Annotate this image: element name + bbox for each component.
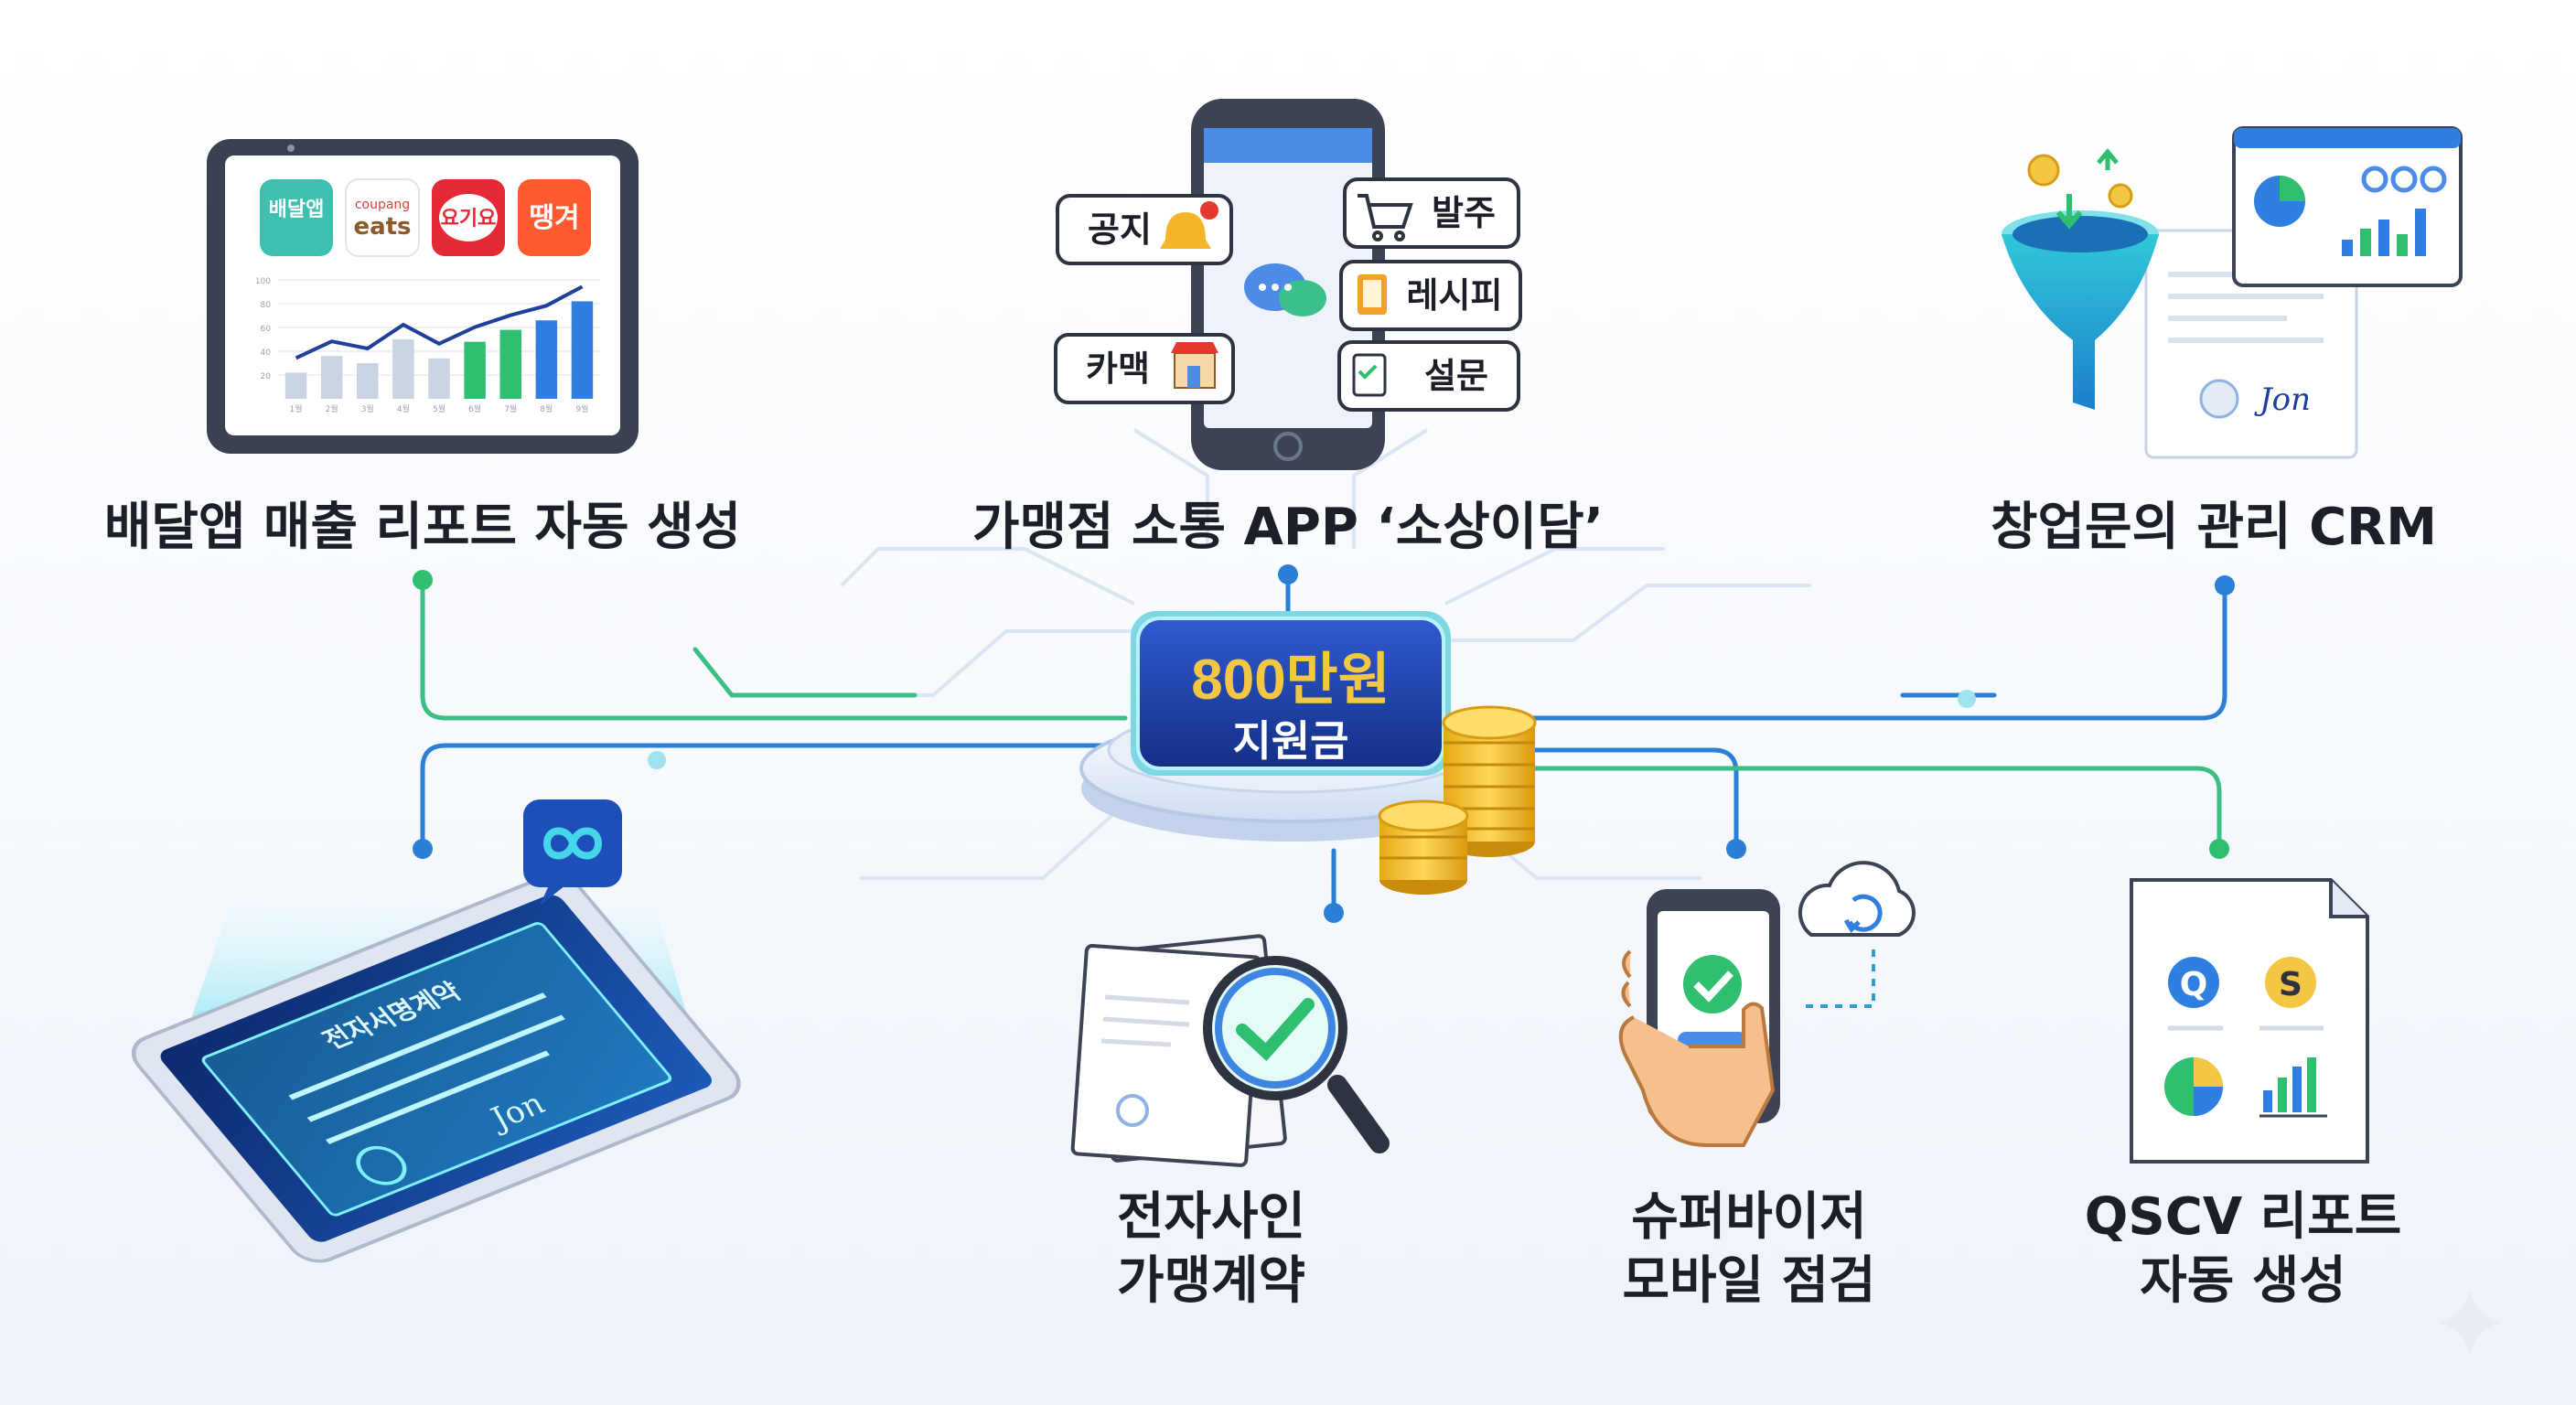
- check-icon: [1683, 955, 1742, 1014]
- chart-x-tick: 6월: [468, 403, 481, 414]
- bar-chart-icon: [2342, 209, 2426, 256]
- connector-dots: [413, 564, 2235, 923]
- chart-bar: [499, 329, 521, 399]
- label-supervisor: 슈퍼바이저 모바일 점검: [1566, 1185, 1932, 1314]
- crm-illustration: Jon: [2002, 126, 2463, 459]
- connector-crm: [1452, 583, 2227, 721]
- bubble-kamaek: 카맥: [1054, 333, 1235, 404]
- contract-document: [1070, 934, 1390, 1167]
- svg-text:레시피: 레시피: [1407, 275, 1503, 316]
- label-e-contract: 전자사인 가맹계약: [1028, 1185, 1394, 1314]
- pie-chart-icon: [2254, 176, 2305, 227]
- seal-icon: [1116, 1094, 1149, 1127]
- svg-text:설문: 설문: [1424, 356, 1488, 396]
- pie-chart-icon: [2164, 1057, 2223, 1116]
- chart-trend-line: [295, 284, 584, 360]
- chart-x-tick: 9월: [575, 403, 588, 414]
- chart-bar: [535, 320, 558, 399]
- label-qscv: QSCV 리포트 자동 생성: [2060, 1185, 2426, 1314]
- coin-icon: [1378, 705, 1537, 895]
- magnifier-icon: [1203, 956, 1390, 1153]
- chart-bar: [464, 341, 486, 399]
- label-delivery-report: 배달앱 매출 리포트 자동 생성: [103, 498, 742, 557]
- hub-caption: 지원금: [1233, 716, 1349, 766]
- delivery-report-tablet: 배달앱 coupang eats 요기요 땡겨 100 80 60 40 20 1월 2월 3…: [207, 139, 639, 454]
- e-contract-tablet: 전자서명계약 Jon: [131, 799, 741, 1263]
- chart-x-tick: 3월: [361, 403, 374, 414]
- chart-x-tick: 4월: [397, 403, 410, 414]
- chart-bar: [320, 356, 343, 399]
- connector-supervisor: [1452, 747, 1739, 852]
- svg-text:coupang: coupang: [355, 198, 410, 212]
- hub: 800만원 지원금: [1079, 611, 1537, 895]
- label-supervisor-line2: 모바일 점검: [1622, 1251, 1876, 1311]
- qscv-report-document: Q S: [2130, 878, 2369, 1164]
- label-qscv-line2: 자동 생성: [2140, 1251, 2346, 1311]
- connector-e-contract: [420, 743, 1128, 852]
- delivery-app-logos: 배달앱 coupang eats 요기요 땡겨: [260, 178, 591, 257]
- check-icon: [1236, 998, 1315, 1061]
- svg-text:S: S: [2279, 966, 2302, 1003]
- chart-bar: [357, 363, 379, 399]
- svg-text:배달앱: 배달앱: [269, 198, 325, 221]
- store-app-phone: 공지 발주 레시피 카맥 설문: [1054, 99, 1522, 470]
- svg-text:카맥: 카맥: [1086, 349, 1150, 389]
- label-supervisor-line1: 슈퍼바이저: [1631, 1187, 1867, 1247]
- chart-y-tick: 20: [261, 372, 272, 381]
- chart-y-tick: 100: [255, 277, 271, 286]
- connector-qscv: [1452, 766, 2222, 852]
- label-qscv-line1: QSCV 리포트: [2084, 1187, 2402, 1247]
- delivery-sales-chart: 100 80 60 40 20 1월 2월 3월 4월 5월 6월 7월 8월 9월: [255, 277, 600, 414]
- infinity-icon: [523, 799, 622, 906]
- svg-text:Jon: Jon: [2254, 381, 2311, 418]
- chart-y-tick: 80: [261, 301, 272, 310]
- chart-bar: [284, 372, 307, 399]
- seal-icon: [2199, 379, 2239, 419]
- supervisor-phone: [1618, 861, 1916, 1147]
- chart-x-tick: 2월: [326, 403, 338, 414]
- chart-x-tick: 5월: [433, 403, 445, 414]
- label-store-app: 가맹점 소통 APP ‘소상이담’: [971, 498, 1605, 557]
- chart-bar: [428, 358, 450, 399]
- cloud-sync-icon: [1798, 861, 1916, 937]
- hub-amount: 800만원: [1191, 649, 1390, 712]
- svg-text:발주: 발주: [1432, 193, 1496, 233]
- chart-y-tick: 40: [261, 349, 272, 358]
- shop-icon: [1171, 342, 1218, 389]
- book-icon: [1358, 274, 1387, 315]
- bell-icon: [1160, 201, 1218, 249]
- bubble-recipe: 레시피: [1339, 260, 1522, 331]
- cart-icon: [1358, 194, 1413, 241]
- bubble-notice: 공지: [1056, 194, 1233, 265]
- chart-bar: [392, 339, 414, 399]
- clipboard-icon: [1352, 353, 1387, 397]
- chart-x-tick: 8월: [540, 403, 553, 414]
- svg-text:공지: 공지: [1088, 209, 1152, 250]
- label-e-contract-line2: 가맹계약: [1116, 1251, 1306, 1311]
- bubble-survey: 설문: [1337, 340, 1520, 412]
- sparkle-icon: [2437, 1290, 2503, 1356]
- bubble-order: 발주: [1343, 177, 1520, 249]
- svg-text:Q: Q: [2180, 966, 2208, 1003]
- svg-text:eats: eats: [353, 213, 411, 241]
- bar-chart-icon: [2263, 1057, 2316, 1112]
- svg-text:요기요: 요기요: [441, 208, 497, 231]
- chart-bar: [571, 301, 594, 399]
- chat-icon: [1244, 263, 1326, 316]
- chart-x-tick: 1월: [290, 403, 303, 414]
- svg-text:땡겨: 땡겨: [529, 202, 579, 234]
- chart-y-tick: 60: [261, 325, 272, 334]
- seal-icon: [356, 1145, 407, 1185]
- label-crm: 창업문의 관리 CRM: [1990, 498, 2438, 557]
- connector-delivery: [420, 577, 1128, 721]
- connector-lines: [420, 572, 2227, 916]
- funnel-icon: [2002, 210, 2159, 410]
- label-e-contract-line1: 전자사인: [1116, 1187, 1306, 1247]
- chart-x-tick: 7월: [504, 403, 517, 414]
